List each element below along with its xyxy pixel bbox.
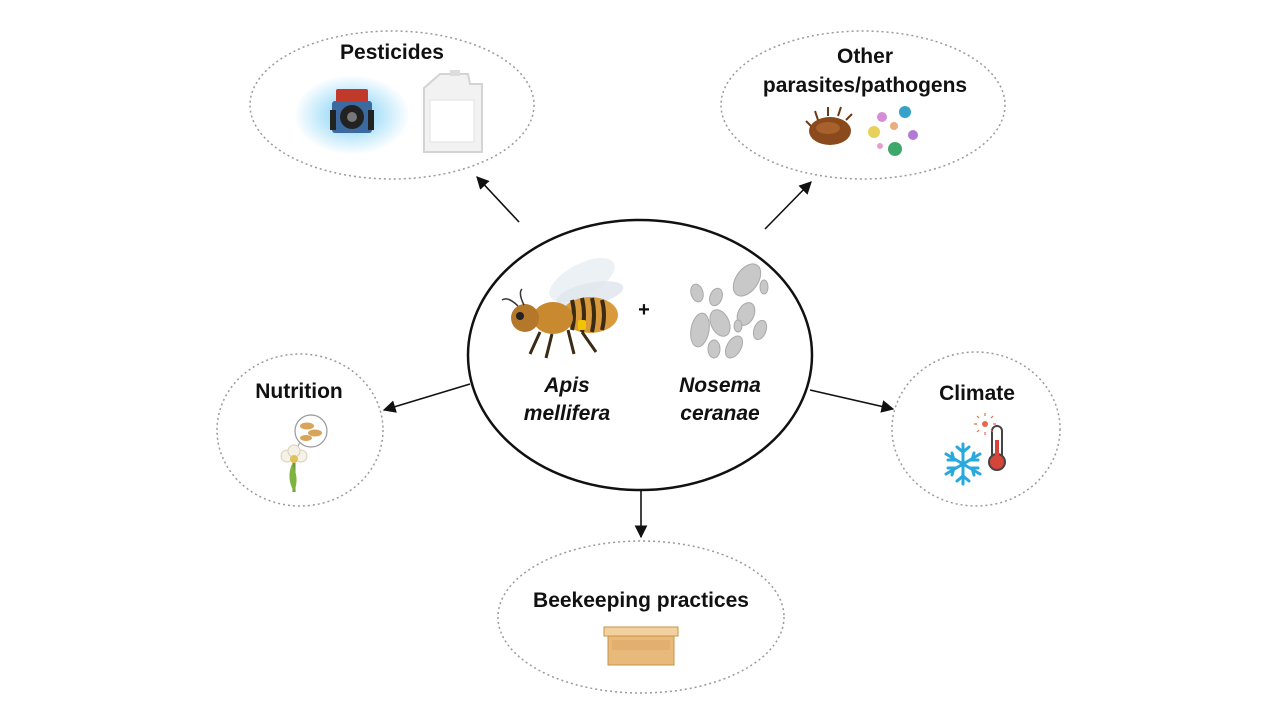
- flower-pollen-icon: [280, 414, 328, 492]
- arrow-to-nutrition: [382, 383, 471, 413]
- pesticides-label: Pesticides: [340, 41, 444, 64]
- beekeeping-node: Beekeeping practices: [497, 540, 785, 694]
- pesticides-node: Pesticides: [249, 30, 535, 180]
- arrow-to-pesticides: [476, 176, 520, 223]
- nutrition-node: Nutrition: [216, 353, 384, 507]
- host-name-line1: Apis: [543, 374, 590, 397]
- beekeeping-label: Beekeeping practices: [533, 589, 749, 612]
- virus-icon: [868, 106, 918, 156]
- center-node: + Apis mellifera Nosema ceranae: [466, 218, 814, 492]
- beehive-box-icon: [603, 626, 679, 666]
- other-pathogens-label-line1: Other: [837, 45, 893, 68]
- other-pathogens-node: Other parasites/pathogens: [720, 30, 1006, 180]
- pathogen-name-line2: ceranae: [680, 402, 760, 425]
- nutrition-label: Nutrition: [255, 380, 342, 403]
- plus-sign: +: [638, 299, 650, 321]
- varroa-mite-icon: [805, 106, 853, 145]
- thermometer-icon: [974, 413, 1006, 471]
- arrow-to-other-pathogens: [764, 181, 812, 230]
- honeybee-icon: [501, 257, 624, 359]
- climate-node: Climate: [891, 351, 1061, 507]
- other-pathogens-label-line2: parasites/pathogens: [763, 74, 967, 97]
- arrow-to-climate: [809, 389, 895, 413]
- climate-label: Climate: [939, 382, 1015, 405]
- snowflake-icon: [944, 442, 982, 486]
- pathogen-name-line1: Nosema: [679, 374, 761, 397]
- host-name-line2: mellifera: [524, 402, 611, 425]
- tractor-sprayer-icon: [294, 75, 410, 155]
- nosema-spores-icon: [690, 263, 769, 359]
- chemical-jug-icon: [423, 70, 483, 153]
